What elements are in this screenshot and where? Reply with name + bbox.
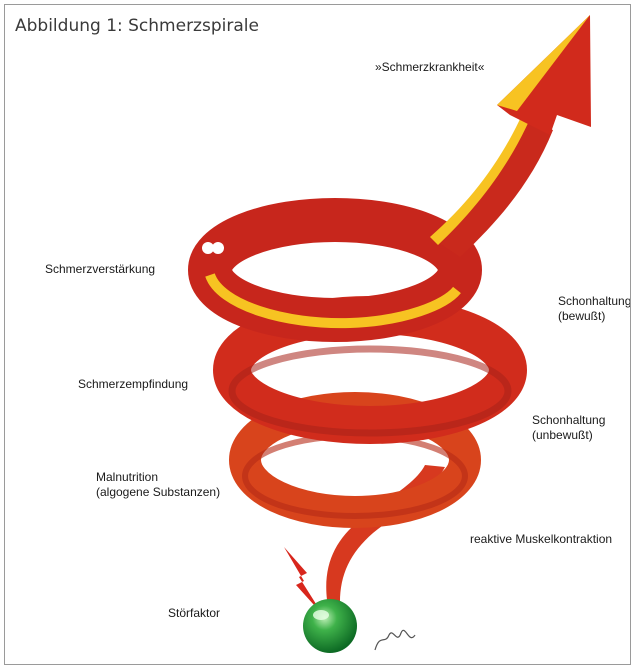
figure-caption: Abbildung 1: Schmerzspirale bbox=[15, 16, 259, 36]
pain-spiral-illustration bbox=[5, 5, 631, 665]
label-schmerzkrankheit: »Schmerzkrankheit« bbox=[375, 60, 484, 75]
label-schonhaltung-bewusst: Schonhaltung (bewußt) bbox=[558, 294, 631, 324]
label-malnutrition: Malnutrition (algogene Substanzen) bbox=[96, 470, 220, 500]
white-dot bbox=[212, 242, 224, 254]
figure-frame: Abbildung 1: Schmerzspirale »Schmerzkran… bbox=[4, 4, 631, 665]
label-schmerzverstaerkung: Schmerzverstärkung bbox=[45, 262, 155, 277]
label-schmerzempfindung: Schmerzempfindung bbox=[78, 377, 188, 392]
green-ball-highlight bbox=[313, 610, 329, 620]
green-ball bbox=[303, 599, 357, 653]
rising-arrow-body bbox=[435, 120, 553, 257]
label-schonhaltung-unbewusst: Schonhaltung (unbewußt) bbox=[532, 413, 605, 443]
signature-scribble bbox=[375, 630, 415, 650]
label-stoerfaktor: Störfaktor bbox=[168, 606, 220, 621]
label-reaktive-muskelkontraktion: reaktive Muskelkontraktion bbox=[470, 532, 612, 547]
